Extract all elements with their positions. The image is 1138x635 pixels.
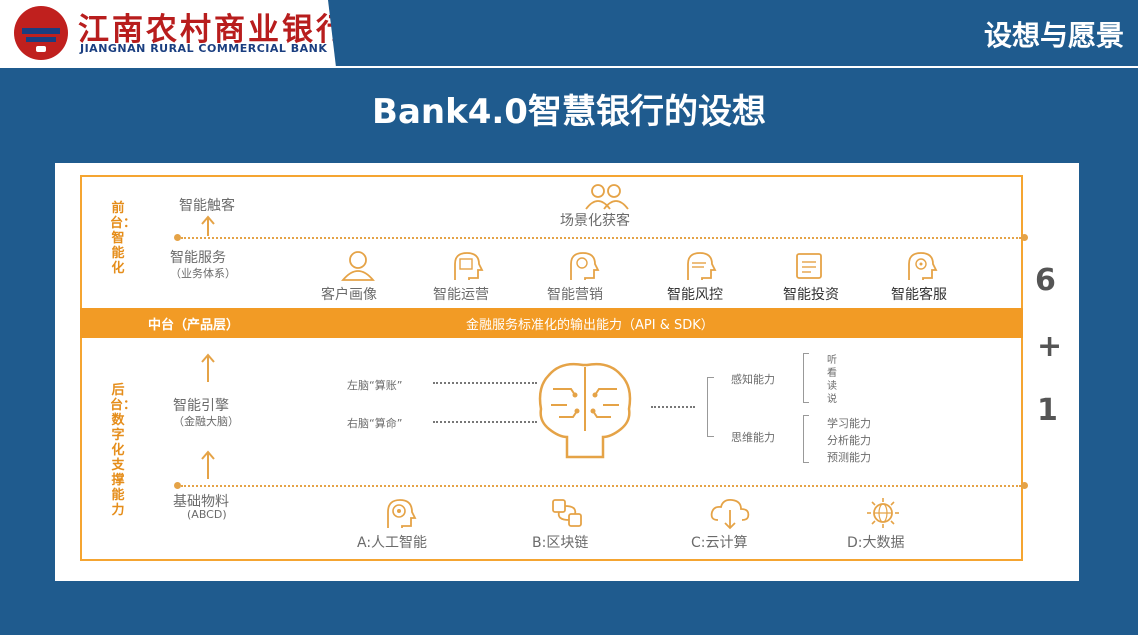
smart-risk-control-icon: [687, 252, 717, 280]
ai-head-icon: [387, 499, 417, 528]
brain-icon: [538, 362, 632, 459]
thinking-bracket: [803, 415, 809, 463]
thinking-learning: 学习能力: [827, 417, 871, 430]
foundation-sub: (ABCD): [187, 508, 227, 521]
header-title-band: 设想与愿景: [328, 0, 1138, 68]
arrow-up-icon: [201, 450, 215, 479]
service-smart-investment: 智能投资: [783, 287, 839, 303]
bank-name-cn: 江南农村商业银行: [78, 12, 350, 48]
smart-marketing-icon: [570, 252, 600, 280]
middle-layer-bar: 中台（产品层） 金融服务标准化的输出能力（API & SDK）: [80, 308, 1023, 338]
cloud-computing-icon: [710, 498, 750, 530]
brain-output-line: [651, 406, 695, 408]
perception-listen: 听: [827, 355, 837, 366]
middle-layer-description: 金融服务标准化的输出能力（API & SDK）: [466, 318, 714, 333]
front-vertical-label: 前台：智能化: [110, 201, 137, 276]
big-data-globe-icon: [867, 498, 899, 528]
page-title: Bank4.0智慧银行的设想: [372, 92, 766, 132]
side-number-six: 6: [1035, 263, 1056, 298]
smart-service-label: 智能服务: [170, 250, 226, 266]
side-number-one: 1: [1037, 393, 1058, 428]
side-plus-sign: +: [1037, 329, 1063, 364]
thinking-label: 思维能力: [731, 431, 775, 444]
service-customer-profile: 客户画像: [321, 287, 377, 303]
service-smart-operation: 智能运营: [433, 287, 489, 303]
back-vertical-label: 后台：数字化支撑能力: [110, 383, 137, 518]
smart-operation-icon: [454, 252, 484, 280]
people-icon: [585, 184, 629, 210]
smart-customer-service-icon: [908, 252, 938, 280]
bank-name-en: JIANGNAN RURAL COMMERCIAL BANK: [80, 42, 328, 55]
thinking-prediction: 预测能力: [827, 451, 871, 464]
scenario-customer-label: 场景化获客: [560, 213, 630, 229]
service-smart-marketing: 智能营销: [547, 287, 603, 303]
smart-engine-label: 智能引擎: [173, 398, 229, 414]
customer-profile-icon: [341, 251, 375, 281]
section-title: 设想与愿景: [983, 19, 1124, 52]
arrow-up-icon: [201, 215, 215, 236]
perception-read: 读: [827, 381, 837, 392]
left-brain-label: 左脑“算账”: [347, 379, 403, 392]
smart-service-sub: （业务体系）: [170, 267, 236, 280]
foundation-bigdata: D:大数据: [847, 535, 905, 551]
foundation-cloud: C:云计算: [691, 535, 748, 551]
header-divider: [328, 66, 1138, 68]
diagram-frame: [80, 175, 1023, 561]
service-smart-risk-control: 智能风控: [667, 287, 723, 303]
perception-see: 看: [827, 368, 837, 379]
right-brain-label: 右脑“算命”: [347, 417, 403, 430]
foundation-label: 基础物料: [173, 494, 229, 510]
back-dotted-line: [181, 485, 1021, 487]
line-dot: [1021, 482, 1028, 489]
front-dotted-line: [181, 237, 1021, 239]
right-brain-line: [433, 421, 537, 423]
line-dot: [174, 482, 181, 489]
foundation-blockchain: B:区块链: [532, 535, 589, 551]
line-dot: [174, 234, 181, 241]
arrow-up-icon: [201, 353, 215, 382]
architecture-diagram: 前台：智能化 智能触客 场景化获客 智能服务 （业务体系）: [55, 163, 1079, 581]
line-dot: [1021, 234, 1028, 241]
perception-label: 感知能力: [731, 373, 775, 386]
header: 江南农村商业银行 JIANGNAN RURAL COMMERCIAL BANK …: [0, 0, 1138, 68]
blockchain-icon: [552, 499, 582, 527]
foundation-ai: A:人工智能: [357, 535, 428, 551]
capability-bracket: [707, 377, 714, 437]
smart-investment-icon: [796, 253, 822, 279]
thinking-analysis: 分析能力: [827, 434, 871, 447]
middle-layer-label: 中台（产品层）: [148, 318, 240, 333]
left-brain-line: [433, 382, 537, 384]
service-smart-customer-service: 智能客服: [891, 287, 947, 303]
perception-bracket: [803, 353, 809, 403]
smart-touch-label: 智能触客: [179, 198, 235, 214]
bank-logo-icon: [14, 6, 68, 60]
perception-speak: 说: [827, 394, 837, 405]
smart-engine-sub: （金融大脑）: [173, 415, 239, 428]
